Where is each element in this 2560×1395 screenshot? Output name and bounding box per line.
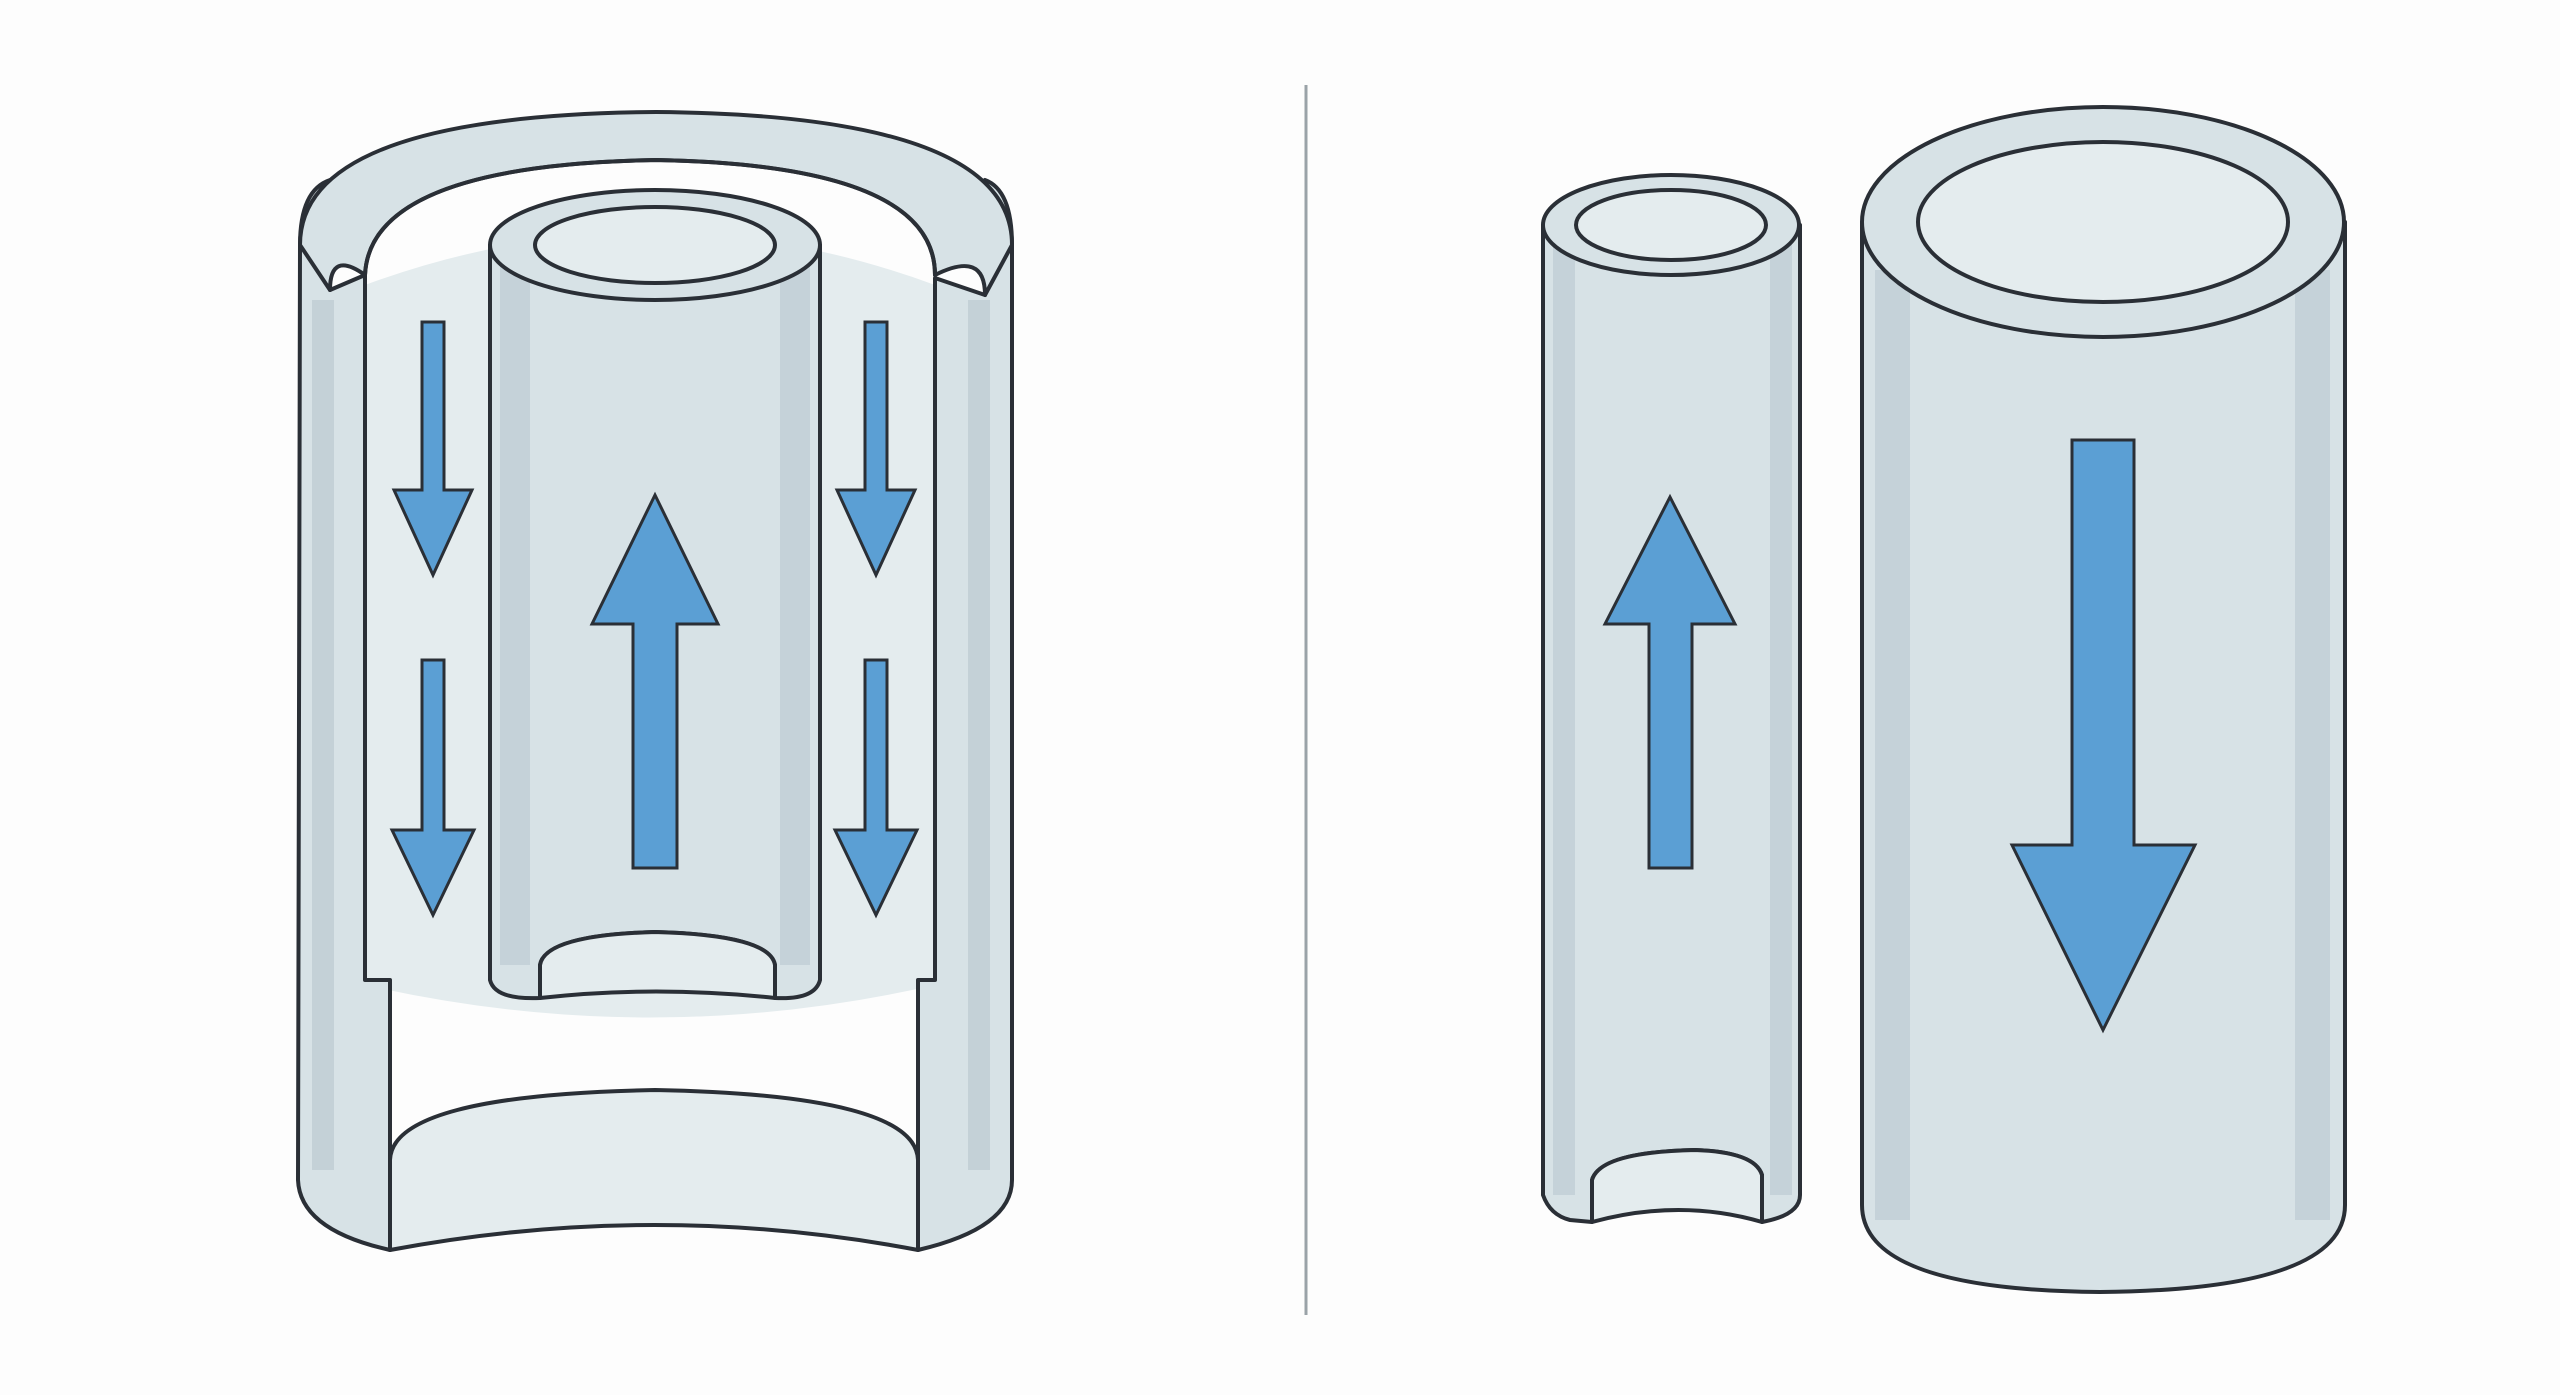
concentric-pipe-panel	[296, 110, 1014, 1252]
arrow-down-icon	[2009, 438, 2198, 1034]
inner-tube-shade-right	[780, 265, 810, 965]
outer-pipe-rim-inner-edge	[363, 158, 937, 277]
narrow-tube-shade-left	[1553, 245, 1575, 1195]
arrow-up-icon	[1602, 493, 1738, 870]
wide-tube-shade-right	[2295, 270, 2330, 1220]
inner-tube-bottom-opening	[538, 930, 777, 1000]
outer-pipe-shade-left	[312, 300, 334, 1170]
inner-tube-shade-left	[500, 265, 530, 965]
arrow-down-icon	[832, 658, 920, 919]
separate-tubes-panel	[1541, 105, 2347, 1294]
outer-pipe-shade-right	[968, 300, 990, 1170]
arrow-down-icon	[391, 320, 475, 579]
narrow-tube	[1541, 173, 1802, 1224]
wide-tube-top-opening	[1916, 140, 2290, 304]
wide-tube	[1860, 105, 2347, 1294]
concentric-flow-arrows	[389, 320, 920, 919]
outer-pipe-bottom-opening	[388, 1088, 920, 1252]
arrow-up-icon	[589, 491, 721, 870]
narrow-tube-shade-right	[1770, 245, 1792, 1195]
narrow-tube-top-opening	[1574, 188, 1768, 262]
arrow-down-icon	[834, 320, 918, 579]
wide-tube-shade-left	[1875, 270, 1910, 1220]
narrow-tube-bottom-opening	[1590, 1148, 1764, 1224]
inner-tube-top-opening	[533, 205, 777, 285]
arrow-down-icon	[389, 658, 477, 919]
